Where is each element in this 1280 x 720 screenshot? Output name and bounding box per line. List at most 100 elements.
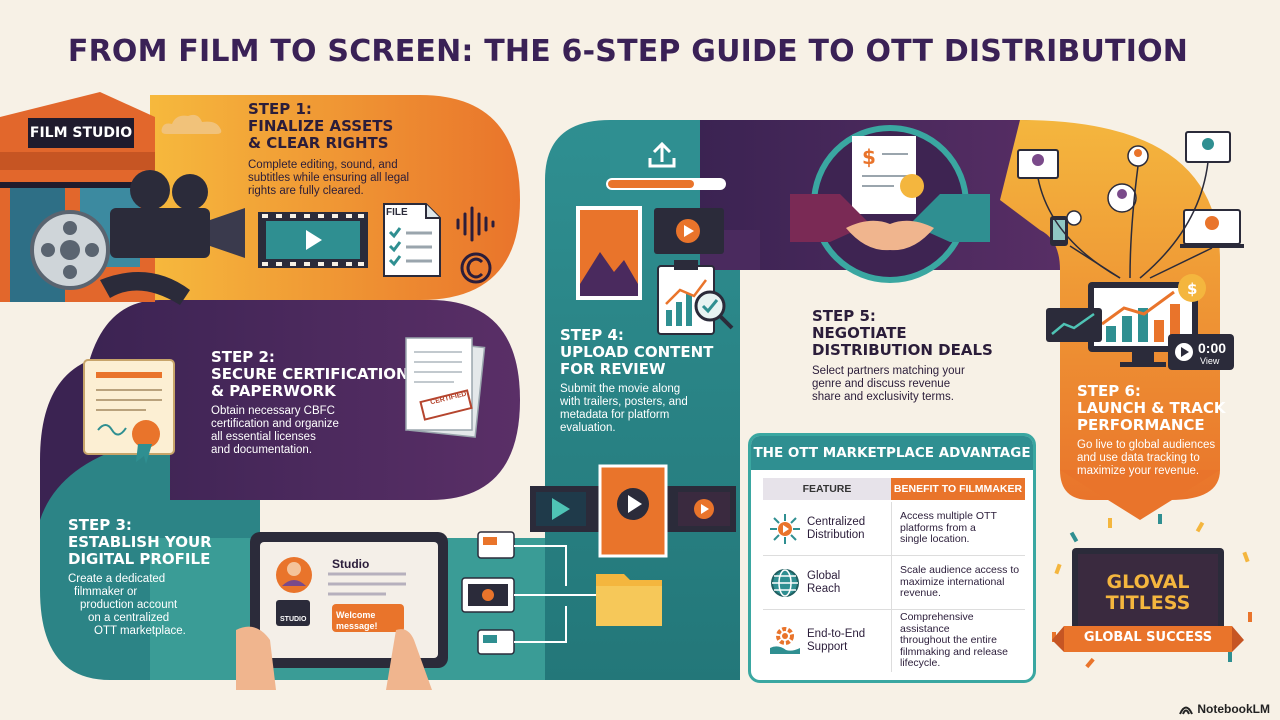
feature-line: End-to-End	[807, 628, 866, 640]
step-4-title-line1: UPLOAD CONTENT	[560, 343, 714, 361]
step-6-desc-line: Go live to global audiences	[1077, 439, 1216, 451]
handshake-deal-icon: $	[790, 125, 990, 283]
step-2-desc-line: and documentation.	[211, 444, 313, 456]
network-icon	[763, 502, 807, 555]
step-5-number: STEP 5:	[812, 307, 876, 325]
benefit-line: Access multiple OTT	[900, 510, 997, 523]
welcome-message-button[interactable]: Welcome message!	[336, 610, 378, 631]
step-3-number: STEP 3:	[68, 516, 132, 534]
success-board-line1: GLOVAL	[1106, 571, 1190, 593]
step-5-desc-line: Select partners matching your	[812, 365, 965, 377]
media-review-icons	[576, 206, 734, 335]
step-3-desc-line: on a centralized	[88, 612, 170, 624]
feature-line: Support	[807, 641, 848, 653]
support-gear-icon	[763, 610, 807, 672]
step-4-desc-line: metadata for platform	[560, 409, 670, 421]
step-3-desc-line: OTT marketplace.	[94, 625, 186, 637]
step-3-desc-line: production account	[80, 599, 178, 611]
step-4-title-line2: FOR REVIEW	[560, 360, 666, 378]
analytics-dashboard-icon: $	[1046, 274, 1234, 370]
tablet-studio-title: Studio	[332, 557, 370, 571]
upload-progress-icon	[606, 141, 726, 190]
file-label: FILE	[386, 207, 408, 218]
step-3-desc-line: filmmaker or	[74, 586, 138, 598]
global-audience-icons	[1017, 131, 1244, 279]
step-2-title-line1: SECURE CERTIFICATION	[211, 365, 409, 383]
benefit-line: lifecycle.	[900, 657, 941, 670]
brand-name: NotebookLM	[1197, 702, 1270, 716]
step-5-title-line2: DISTRIBUTION DEALS	[812, 341, 993, 359]
benefit-line: single location.	[900, 533, 970, 546]
film-camera-icon	[30, 170, 245, 305]
step-1-desc-line: subtitles while ensuring all legal	[248, 172, 410, 184]
step-3-title-line2: DIGITAL PROFILE	[68, 550, 211, 568]
step-3-title-line1: ESTABLISH YOUR	[68, 533, 212, 551]
step-5-title-line1: NEGOTIATE	[812, 324, 907, 342]
step-2-desc-line: certification and organize	[211, 418, 339, 430]
brand-watermark: NotebookLM	[1179, 702, 1270, 716]
step-4-desc-line: evaluation.	[560, 422, 616, 434]
step-6-title-line1: LAUNCH & TRACK	[1077, 399, 1226, 417]
step-4-number: STEP 4:	[560, 326, 624, 344]
feature-line: Distribution	[807, 528, 865, 541]
step-1-title-line2: & CLEAR RIGHTS	[248, 134, 389, 152]
step-1-number: STEP 1:	[248, 100, 312, 118]
sound-copyright-icons	[456, 206, 495, 284]
ott-marketplace-table: THE OTT MARKETPLACE ADVANTAGE FEATURE BE…	[748, 433, 1036, 683]
step-3-desc-line: Create a dedicated	[68, 573, 166, 585]
step-6-desc-line: maximize your revenue.	[1077, 465, 1200, 477]
certificate-icon	[83, 359, 175, 464]
page-title: FROM FILM TO SCREEN: THE 6-STEP GUIDE TO…	[67, 34, 1189, 69]
benefit-line: Scale audience access to	[900, 564, 1020, 577]
notebooklm-logo-icon	[1179, 706, 1194, 715]
step-2-desc-line: Obtain necessary CBFC	[211, 405, 335, 417]
step-2-title-line2: & PAPERWORK	[211, 382, 336, 400]
step-2-desc-line: all essential licenses	[211, 431, 316, 443]
step-1: STEP 1: FINALIZE ASSETS & CLEAR RIGHTS C…	[248, 101, 409, 198]
benefit-line: throughout the entire	[900, 634, 997, 647]
benefit-line: revenue.	[900, 587, 941, 600]
tablet-studio-logo: STUDIO	[280, 616, 307, 623]
step-5-desc-line: genre and discuss revenue	[812, 378, 951, 390]
globe-icon	[763, 556, 807, 609]
benefit-line: Comprehensive assistance	[900, 611, 974, 635]
step-1-desc-line: Complete editing, sound, and	[248, 159, 398, 171]
step-4-desc-line: Submit the movie along	[560, 383, 681, 395]
svg-text:$: $	[1187, 280, 1197, 298]
step-2-number: STEP 2:	[211, 348, 275, 366]
marketplace-header-row: FEATURE BENEFIT TO FILMMAKER	[763, 478, 1025, 500]
step-6: STEP 6: LAUNCH & TRACK PERFORMANCE Go li…	[1077, 383, 1226, 478]
benefit-column-header: BENEFIT TO FILMMAKER	[891, 478, 1025, 500]
step-5: STEP 5: NEGOTIATE DISTRIBUTION DEALS Sel…	[812, 308, 993, 404]
paperwork-stack-icon	[405, 337, 486, 438]
film-studio-sign: FILM STUDIO	[28, 118, 134, 148]
step-3: STEP 3: ESTABLISH YOUR DIGITAL PROFILE C…	[68, 517, 212, 638]
step-5-desc-line: share and exclusivity terms.	[812, 391, 954, 403]
feature-line: Global	[807, 569, 841, 582]
feature-column-header: FEATURE	[763, 478, 891, 500]
step-1-desc-line: rights are fully cleared.	[248, 185, 364, 197]
file-checklist-icon	[383, 203, 441, 277]
step-6-title-line2: PERFORMANCE	[1077, 416, 1205, 434]
feature-line: Reach	[807, 582, 841, 595]
benefit-line: filmmaking and release	[900, 645, 1008, 658]
feature-line: Centralized	[807, 515, 866, 528]
step-4-desc-line: with trailers, posters, and	[560, 396, 688, 408]
view-count: 0:00	[1198, 340, 1227, 356]
step-6-number: STEP 6:	[1077, 382, 1141, 400]
content-connector-icons	[461, 531, 662, 655]
view-label: View	[1200, 356, 1220, 366]
global-success-ribbon: GLOBAL SUCCESS	[1083, 630, 1213, 645]
svg-text:$: $	[862, 145, 876, 169]
step-1-title-line1: FINALIZE ASSETS	[248, 117, 394, 135]
video-players-strip	[530, 464, 736, 558]
success-board-line2: TITLESS	[1105, 592, 1191, 614]
step-2: STEP 2: SECURE CERTIFICATION & PAPERWORK…	[211, 349, 409, 457]
tablet-device	[236, 532, 448, 690]
success-board	[1052, 514, 1252, 669]
filmstrip-play-icon	[258, 212, 368, 268]
